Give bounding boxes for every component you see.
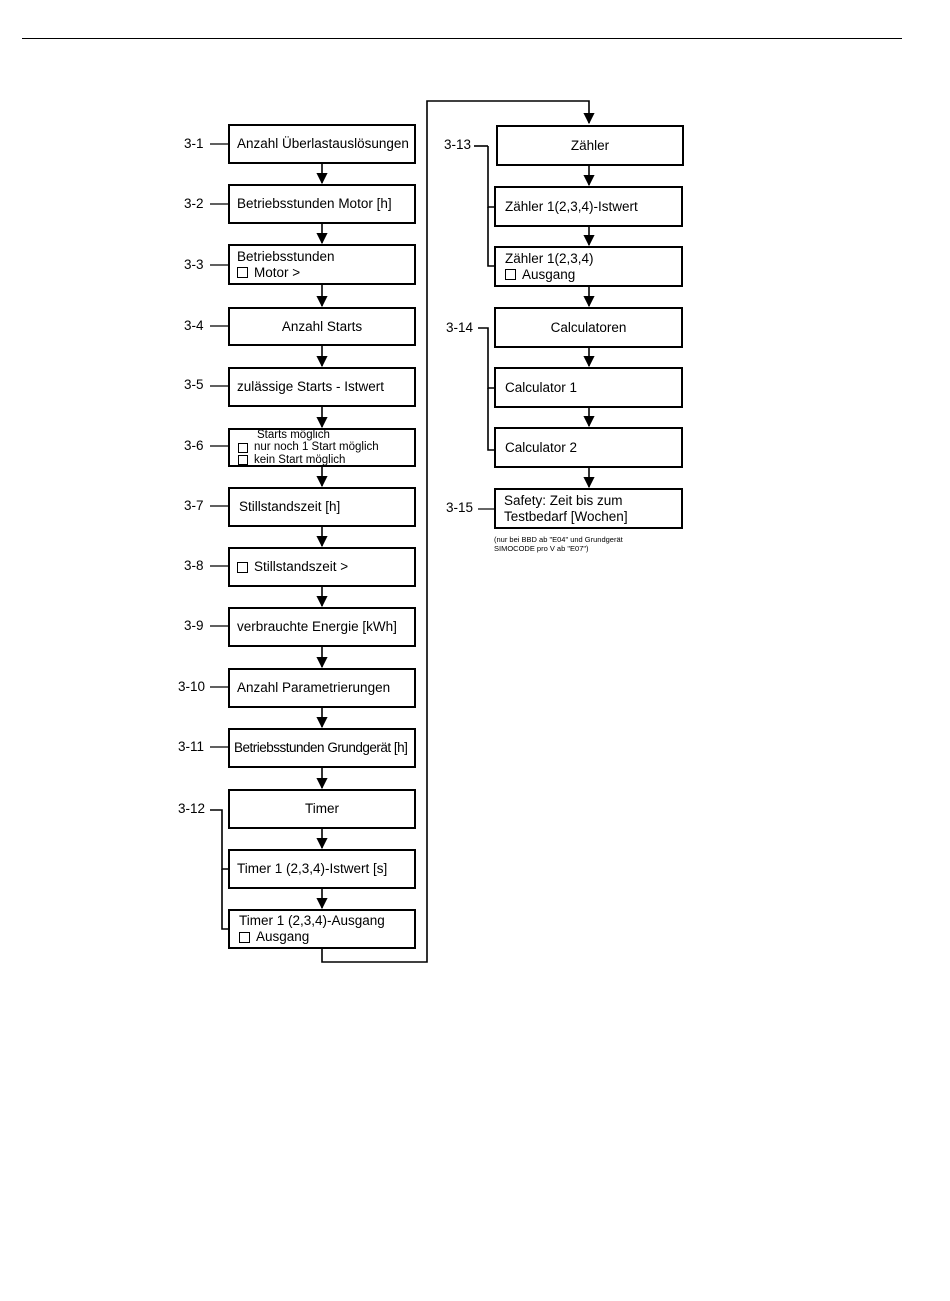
box-timer: Timer — [228, 789, 416, 829]
bracket — [487, 207, 494, 267]
box-text: Stillstandszeit [h] — [239, 499, 341, 514]
box-text: verbrauchte Energie [kWh] — [237, 619, 397, 634]
box-text: Stillstandszeit > — [254, 559, 349, 574]
box-text: Motor > — [254, 264, 301, 280]
box-text: nur noch 1 Start möglich — [254, 441, 379, 454]
box-text: Betriebsstunden Motor [h] — [237, 196, 392, 211]
box-text: Ausgang — [522, 266, 576, 282]
box-energy: verbrauchte Energie [kWh] — [228, 607, 416, 647]
box-text: Calculator 1 — [505, 379, 578, 395]
item-number: 3-4 — [184, 318, 204, 333]
box-motor-hours-limit: Betriebsstunden Motor > — [228, 244, 416, 285]
item-number: 3-7 — [184, 498, 204, 513]
checkbox-icon — [237, 267, 248, 278]
bracket — [487, 388, 494, 451]
box-text: Calculator 2 — [505, 439, 578, 455]
box-timer-actual: Timer 1 (2,3,4)-Istwert [s] — [228, 849, 416, 889]
checkbox-icon — [238, 455, 248, 465]
footnote: (nur bei BBD ab "E04" und Grundgerät SIM… — [494, 535, 623, 553]
item-number: 3-2 — [184, 196, 204, 211]
item-number: 3-6 — [184, 438, 204, 453]
box-counter-output: Zähler 1(2,3,4) Ausgang — [494, 246, 683, 287]
box-text: kein Start möglich — [254, 453, 346, 466]
header-rule — [22, 38, 902, 39]
footnote-line: (nur bei BBD ab "E04" und Grundgerät — [494, 535, 623, 544]
box-motor-hours: Betriebsstunden Motor [h] — [228, 184, 416, 224]
footnote-line: SIMOCODE pro V ab "E07") — [494, 544, 589, 553]
box-text: Calculatoren — [550, 319, 627, 335]
box-text: zulässige Starts - Istwert — [237, 379, 385, 394]
box-text: Safety: Zeit bis zum — [504, 492, 623, 508]
box-text: Anzahl Parametrierungen — [237, 680, 391, 695]
box-text: Anzahl Starts — [281, 318, 363, 334]
box-parameterizations: Anzahl Parametrierungen — [228, 668, 416, 708]
item-number: 3-8 — [184, 558, 204, 573]
box-standstill-limit: Stillstandszeit > — [228, 547, 416, 587]
box-text: Timer 1 (2,3,4)-Istwert [s] — [237, 861, 388, 876]
box-base-unit-hours: Betriebsstunden Grundgerät [h] — [228, 728, 416, 768]
checkbox-icon — [505, 269, 516, 280]
box-timer-output: Timer 1 (2,3,4)-Ausgang Ausgang — [228, 909, 416, 949]
item-number: 3-11 — [178, 739, 205, 754]
box-text: Zähler — [570, 137, 610, 153]
box-counter-actual: Zähler 1(2,3,4)-Istwert — [494, 186, 683, 227]
box-text: Betriebsstunden — [237, 248, 335, 264]
item-number: 3-15 — [446, 500, 474, 515]
box-text: Starts möglich — [257, 428, 330, 441]
box-calculator-2: Calculator 2 — [494, 427, 683, 468]
box-overload-trips: Anzahl Überlastauslösungen — [228, 124, 416, 164]
loop-connector — [321, 100, 595, 963]
item-number: 3-12 — [178, 801, 206, 816]
box-calculator-1: Calculator 1 — [494, 367, 683, 408]
checkbox-icon — [239, 931, 250, 943]
bracket — [210, 809, 228, 870]
box-text: Anzahl Überlastauslösungen — [237, 136, 409, 151]
box-start-status: Starts möglich nur noch 1 Start möglich … — [228, 428, 416, 467]
box-text: Betriebsstunden Grundgerät [h] — [234, 740, 408, 755]
bracket — [478, 327, 494, 389]
checkbox-icon — [237, 561, 248, 573]
box-calculators: Calculatoren — [494, 307, 683, 348]
box-text: Zähler 1(2,3,4)-Istwert — [505, 198, 638, 214]
box-start-count: Anzahl Starts — [228, 307, 416, 346]
box-text: Timer 1 (2,3,4)-Ausgang — [239, 913, 385, 928]
box-text: Ausgang — [256, 929, 310, 944]
item-number: 3-9 — [184, 618, 204, 633]
box-permitted-starts: zulässige Starts - Istwert — [228, 367, 416, 407]
box-text: Timer — [305, 801, 339, 816]
box-safety-test: Safety: Zeit bis zum Testbedarf [Wochen] — [494, 488, 683, 529]
box-text: Testbedarf [Wochen] — [504, 508, 628, 524]
item-number: 3-13 — [444, 137, 472, 152]
item-number: 3-3 — [184, 257, 204, 272]
box-counter: Zähler — [496, 125, 684, 166]
box-standstill-time: Stillstandszeit [h] — [228, 487, 416, 527]
item-number: 3-14 — [446, 320, 474, 335]
item-number: 3-10 — [178, 679, 206, 694]
checkbox-icon — [238, 442, 248, 453]
item-number: 3-5 — [184, 377, 204, 392]
bracket — [221, 869, 228, 930]
box-text: Zähler 1(2,3,4) — [505, 250, 594, 266]
item-number: 3-1 — [184, 136, 204, 151]
